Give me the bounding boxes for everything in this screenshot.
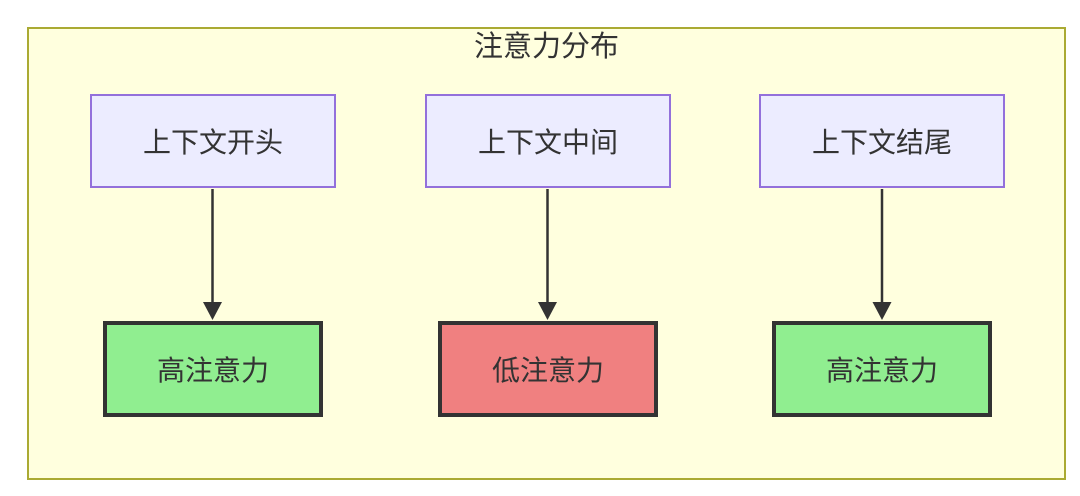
node-context-end: 上下文结尾 xyxy=(759,94,1005,188)
node-label: 上下文开头 xyxy=(142,127,283,158)
diagram-title: 注意力分布 xyxy=(473,31,619,63)
node-label: 上下文结尾 xyxy=(811,127,952,158)
node-high-attention-right: 高注意力 xyxy=(772,321,992,417)
node-context-middle: 上下文中间 xyxy=(425,94,671,188)
node-label: 高注意力 xyxy=(156,355,269,386)
node-label: 高注意力 xyxy=(825,355,938,386)
node-high-attention-left: 高注意力 xyxy=(103,321,323,417)
node-label: 低注意力 xyxy=(491,355,604,386)
node-label: 上下文中间 xyxy=(477,127,618,158)
node-low-attention: 低注意力 xyxy=(438,321,658,417)
node-context-beginning: 上下文开头 xyxy=(90,94,336,188)
